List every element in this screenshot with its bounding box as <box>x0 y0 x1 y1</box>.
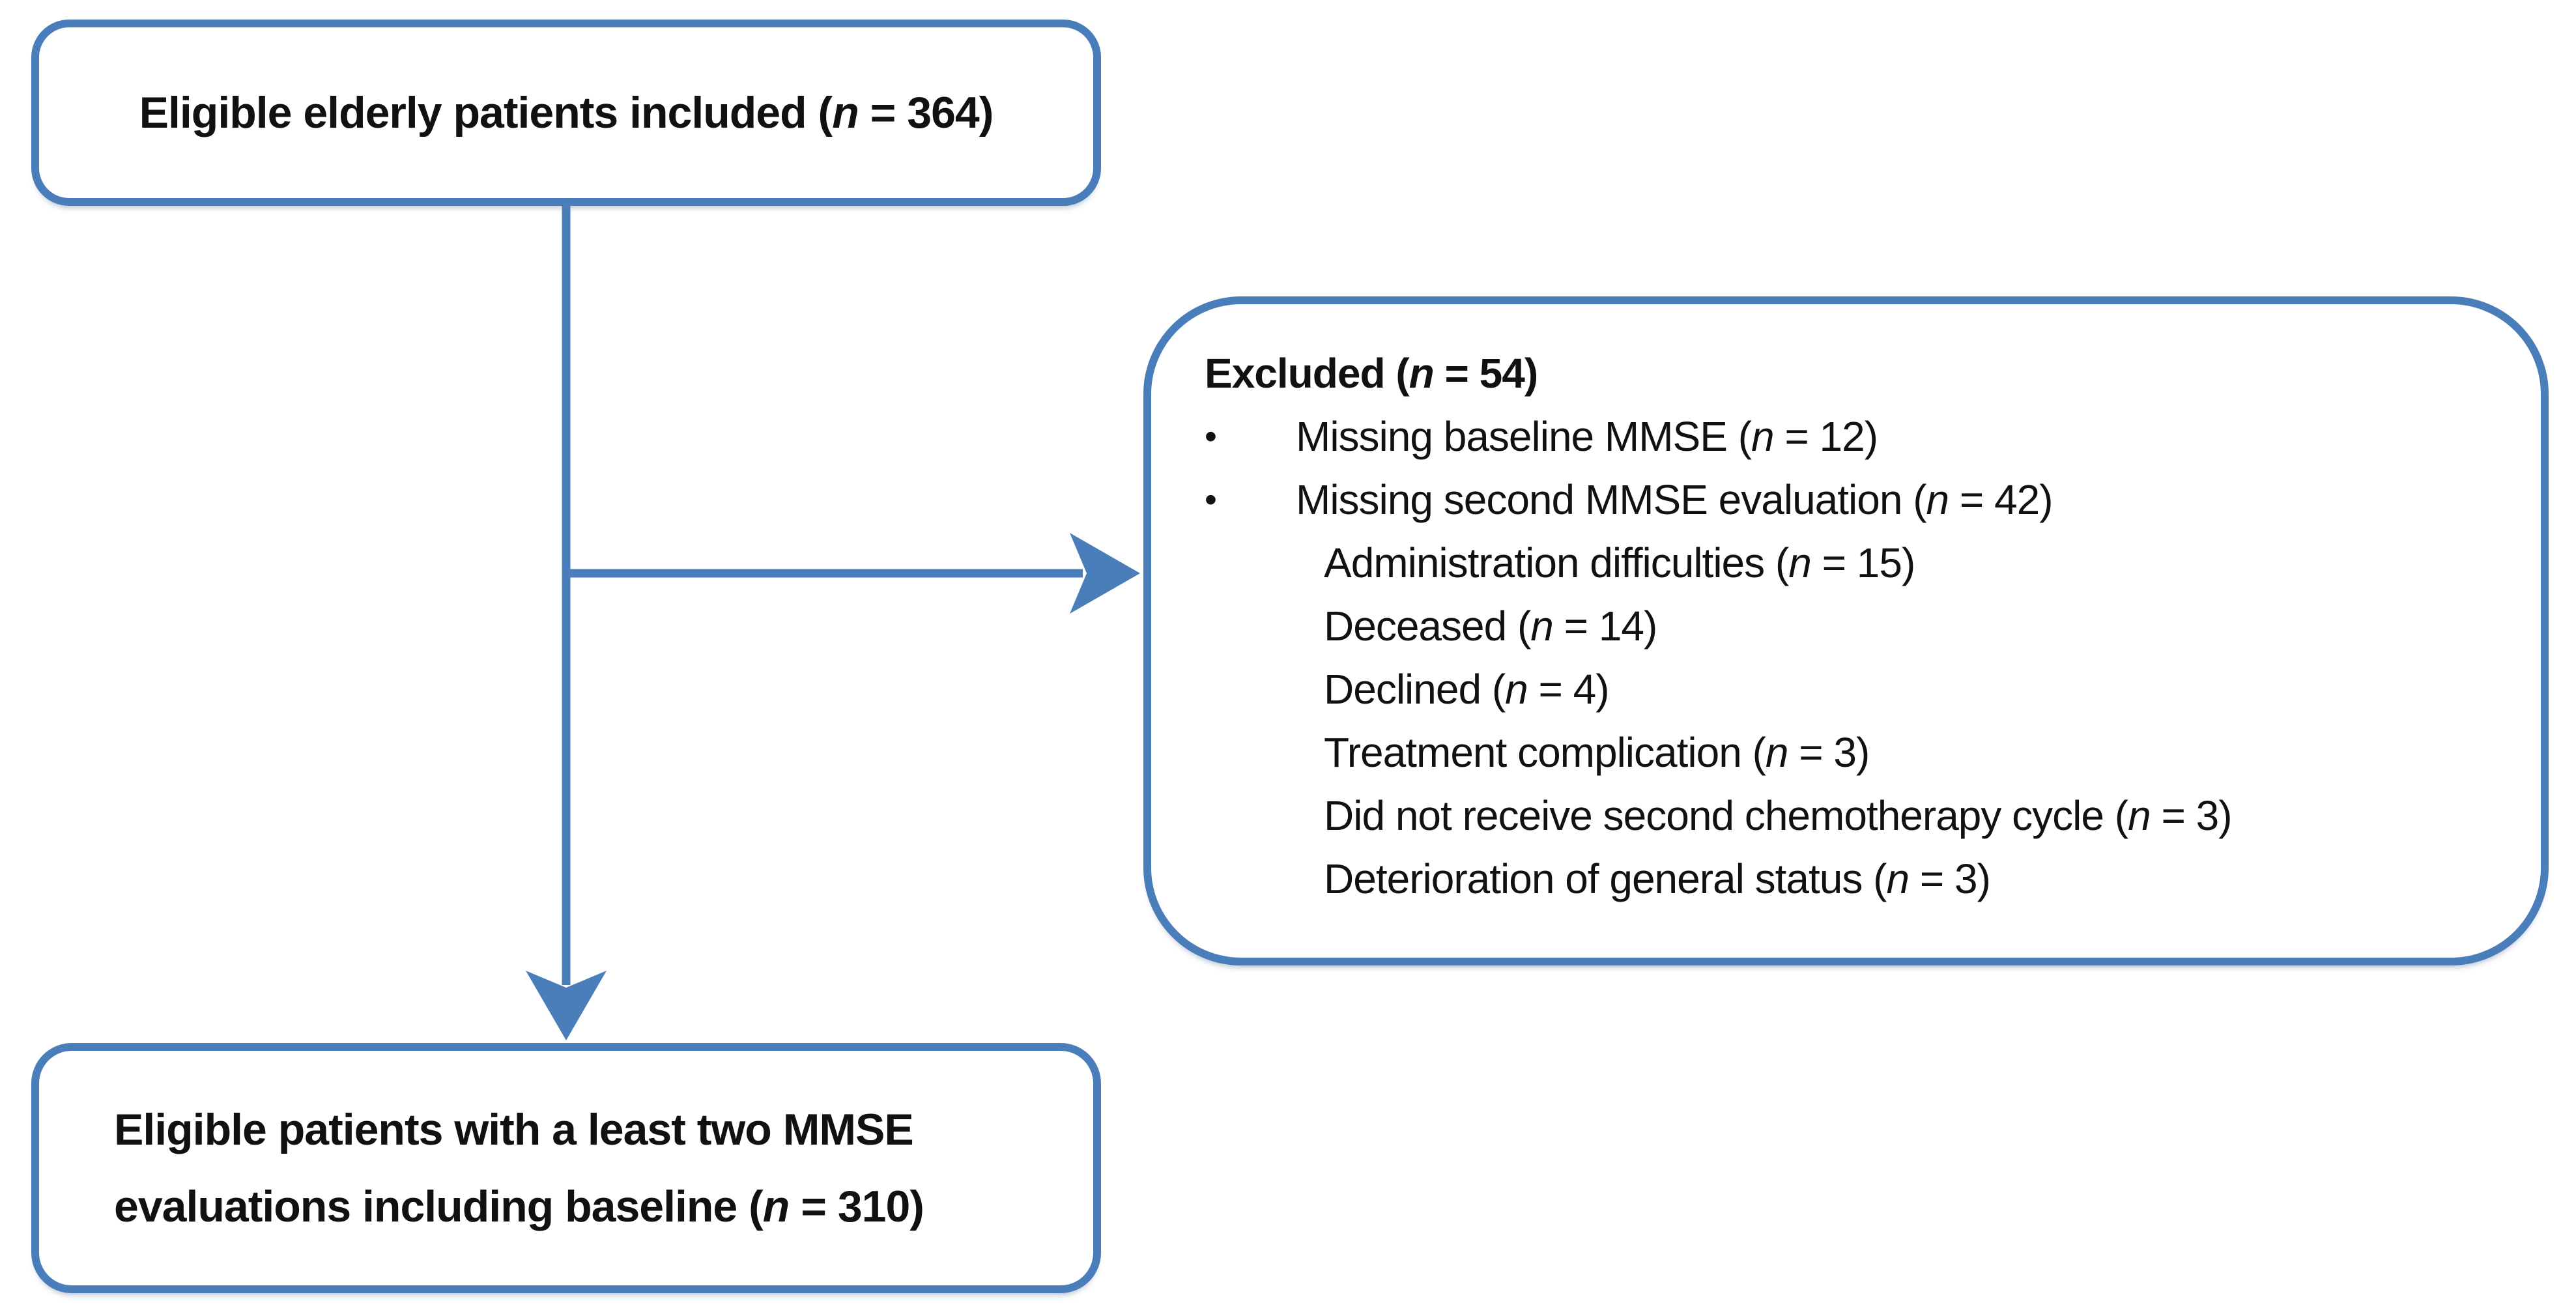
excluded-sub-item: Declined (n = 4) <box>1324 658 2508 721</box>
bottom-box-label-line2: evaluations including baseline (n = 310) <box>114 1182 924 1231</box>
excluded-sub-label: Deceased (n = 14) <box>1324 603 1657 650</box>
excluded-bullet-label: Missing second MMSE evaluation (n = 42) <box>1296 476 2054 523</box>
bullet-icon: • <box>1205 417 1217 456</box>
arrow-down-icon <box>526 971 607 1040</box>
bottom-box-label-line1: Eligible patients with a least two MMSE <box>114 1105 914 1154</box>
excluded-sub-label: Deterioration of general status (n = 3) <box>1324 855 1991 902</box>
excluded-sub-item: Deterioration of general status (n = 3) <box>1324 848 2508 911</box>
top-box-eligible-included: Eligible elderly patients included (n = … <box>31 20 1101 206</box>
excluded-box: Excluded (n = 54) • Missing baseline MMS… <box>1143 296 2549 965</box>
excluded-sub-item: Treatment complication (n = 3) <box>1324 721 2508 784</box>
excluded-bullet-label: Missing baseline MMSE (n = 12) <box>1296 413 1878 460</box>
excluded-sub-label: Administration difficulties (n = 15) <box>1324 539 1915 586</box>
excluded-sub-item: Did not receive second chemotherapy cycl… <box>1324 784 2508 848</box>
bottom-box-eligible-analyzed: Eligible patients with a least two MMSE … <box>31 1043 1101 1293</box>
excluded-sub-item: Administration difficulties (n = 15) <box>1324 532 2508 595</box>
excluded-bullet-item: • Missing second MMSE evaluation (n = 42… <box>1205 468 2508 532</box>
excluded-sub-label: Did not receive second chemotherapy cycl… <box>1324 792 2232 839</box>
arrow-right-icon <box>1070 533 1140 614</box>
excluded-sub-item: Deceased (n = 14) <box>1324 595 2508 658</box>
excluded-sub-label: Declined (n = 4) <box>1324 666 1610 713</box>
bullet-icon: • <box>1205 480 1217 519</box>
excluded-bullet-item: • Missing baseline MMSE (n = 12) <box>1205 405 2508 468</box>
excluded-sub-label: Treatment complication (n = 3) <box>1324 729 1870 776</box>
top-box-label: Eligible elderly patients included (n = … <box>139 88 994 137</box>
excluded-heading: Excluded (n = 54) <box>1205 350 1538 397</box>
